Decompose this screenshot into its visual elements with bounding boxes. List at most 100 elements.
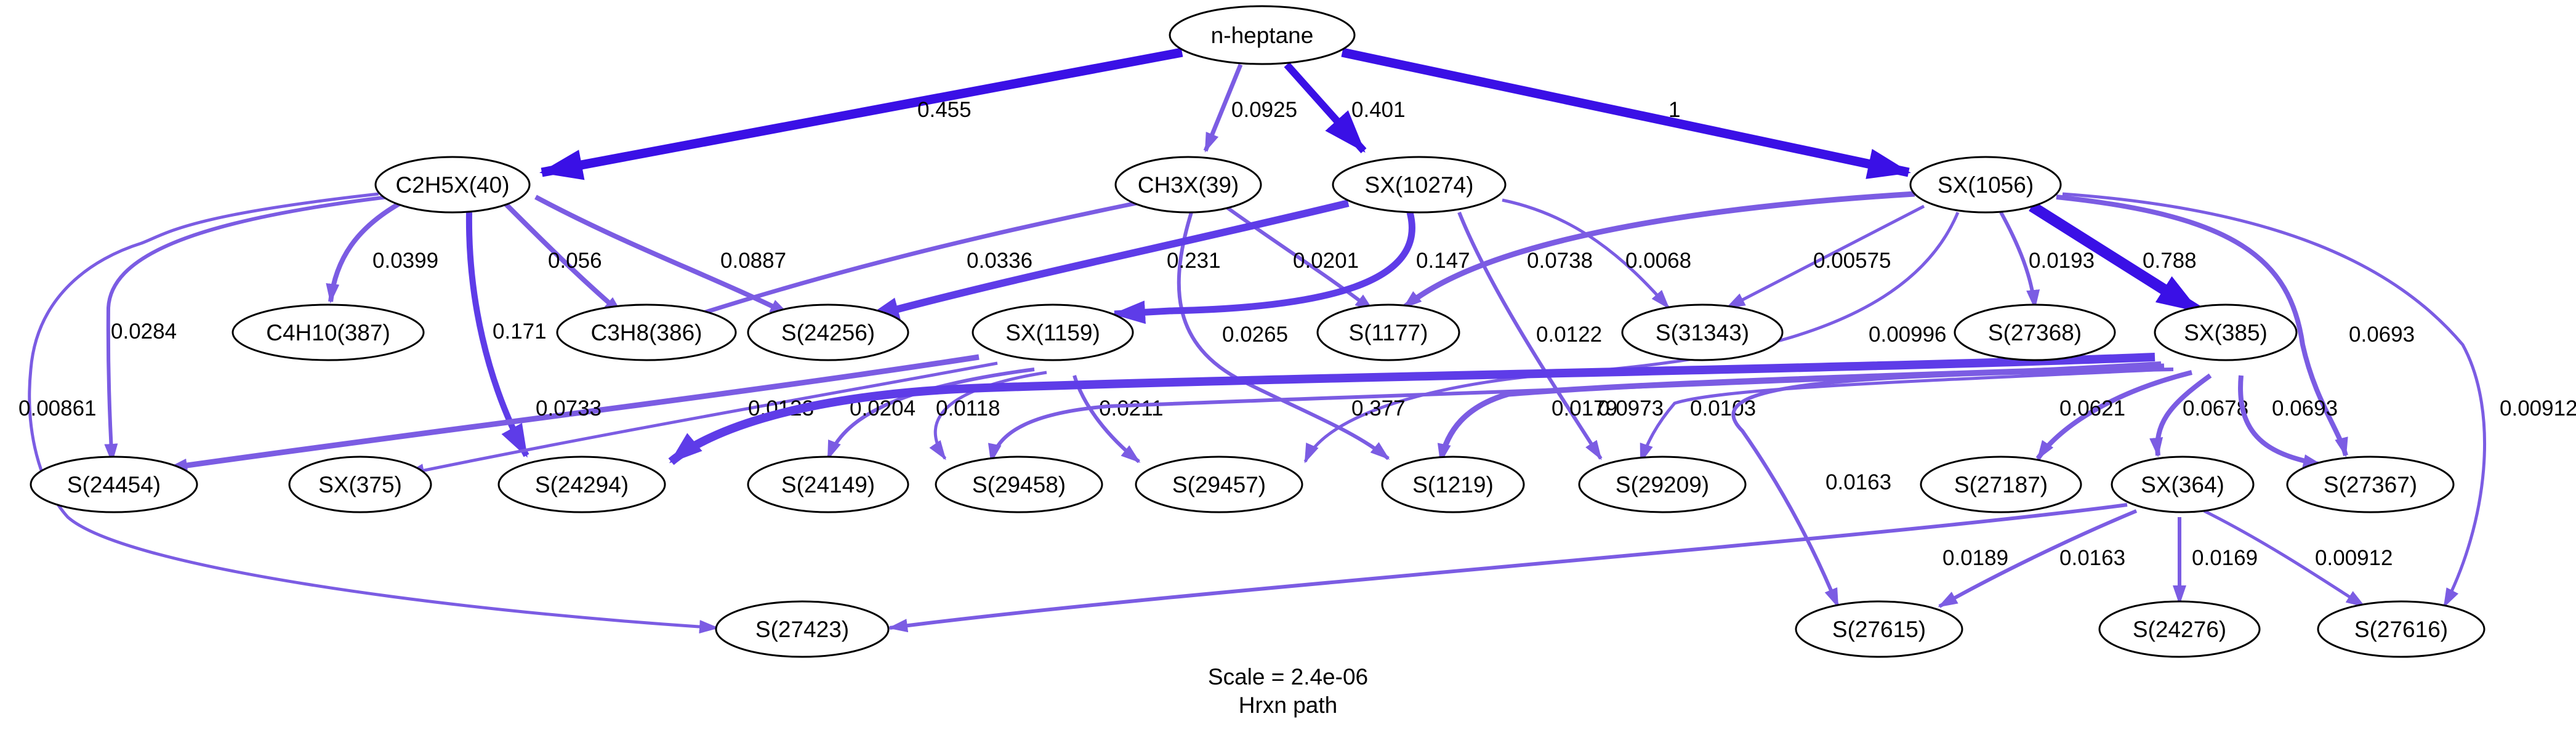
edge-label: 0.0193: [2029, 249, 2095, 273]
edge-label: 0.0738: [1527, 249, 1593, 273]
node-c2h5x40: C2H5X(40): [374, 156, 531, 214]
edge-sx1056-sx385: 0.788: [2029, 201, 2201, 316]
edge-sx1159-s24454: 0.0733: [167, 354, 980, 472]
edge-label: 0.0887: [720, 249, 786, 273]
edge-label: 0.0733: [536, 396, 602, 420]
node-sx1159: SX(1159): [972, 303, 1134, 361]
edge-label: 0.788: [2143, 249, 2197, 273]
node-label: SX(10274): [1365, 172, 1474, 198]
node-label: SX(375): [318, 472, 402, 497]
edge-label: 0.455: [917, 98, 972, 122]
node-s27187: S(27187): [1920, 456, 2082, 513]
edge-label: 0.0068: [1625, 249, 1691, 273]
edge-sx10274-s31343: 0.0068: [1502, 198, 1691, 310]
edge-sx385-s24294: 0.377: [668, 353, 2155, 465]
edge-label: 0.0179: [1552, 396, 1617, 420]
diagram-caption: Scale = 2.4e-06 Hrxn path: [1208, 664, 1368, 718]
node-label: S(24276): [2133, 617, 2226, 642]
edge-ch3x39-c3h8386: 0.0336: [669, 198, 1152, 326]
node-label: S(24149): [781, 472, 875, 497]
node-c4h10387: C4H10(387): [231, 303, 425, 361]
node-ch3x39: CH3X(39): [1114, 156, 1262, 214]
edge-label: 0.0163: [1825, 470, 1891, 494]
edge-ch3x39-s1177: 0.0201: [1224, 204, 1375, 313]
edge-label: 0.0211: [1099, 396, 1163, 420]
edge-label: 0.056: [548, 249, 602, 273]
node-label: CH3X(39): [1138, 172, 1239, 198]
edge-sx10274-sx1159: 0.147: [1112, 211, 1470, 324]
node-label: S(31343): [1656, 320, 1749, 345]
edge-sx364-s27616: 0.00912: [2203, 509, 2393, 608]
node-label: S(27423): [755, 617, 849, 642]
node-label: n-heptane: [1211, 23, 1314, 48]
edge-label: 0.0399: [372, 249, 438, 273]
edge-label: 0.0284: [111, 319, 177, 343]
node-s1177: S(1177): [1316, 303, 1460, 361]
node-s27367: S(27367): [2286, 456, 2455, 513]
edge-label: 0.171: [493, 319, 547, 343]
edge-label: 0.0336: [967, 249, 1032, 273]
node-sx385: SX(385): [2154, 303, 2298, 361]
edge-label: 0.0118: [936, 396, 1000, 420]
edge-sx385-s27187: 0.0621: [2035, 370, 2192, 460]
node-label: C2H5X(40): [395, 172, 509, 198]
node-label: SX(1056): [1938, 172, 2034, 198]
nodes-layer: n-heptane C2H5X(40) CH3X(39) SX(10274) S…: [30, 5, 2485, 658]
edge-label: 0.0973: [1598, 396, 1664, 420]
path-caption: Hrxn path: [1239, 693, 1337, 718]
node-label: S(24294): [535, 472, 629, 497]
edge-c2h5x40-c3h8386: 0.056: [503, 201, 624, 316]
edge-label: 0.0169: [2192, 546, 2258, 570]
node-label: S(1219): [1412, 472, 1494, 497]
edge-sx10274-s29209: 0.0122: [1457, 211, 1603, 460]
node-sx10274: SX(10274): [1332, 156, 1507, 214]
edge-label: 0.00996: [1869, 323, 1947, 347]
node-label: S(27615): [1832, 617, 1926, 642]
edge-sx1056-s27368: 0.0193: [1999, 211, 2095, 310]
node-label: SX(385): [2184, 320, 2268, 345]
edge-label: 0.377: [1351, 396, 1406, 420]
edge-c2h5x40-s24256: 0.0887: [534, 195, 790, 316]
node-label: S(1177): [1349, 320, 1428, 345]
node-sx364: SX(364): [2111, 456, 2255, 513]
edge-sx1056-s31343: 0.00575: [1725, 204, 1925, 310]
edge-sx364-s24276: 0.0169: [2173, 517, 2258, 605]
node-s24149: S(24149): [747, 456, 909, 513]
node-label: S(27368): [1988, 320, 2082, 345]
edge-c2h5x40-s24294: 0.171: [465, 212, 547, 458]
node-label: S(27367): [2324, 472, 2417, 497]
edge-label: 0.0693: [2272, 396, 2338, 420]
edge-c2h5x40-c4h10387: 0.0399: [326, 201, 438, 303]
node-s24454: S(24454): [30, 456, 198, 513]
node-s24294: S(24294): [497, 456, 666, 513]
edge-label: 0.0163: [2059, 546, 2125, 570]
edge-nheptane-ch3x39: 0.0925: [1203, 63, 1297, 153]
node-sx1056: SX(1056): [1909, 156, 2062, 214]
edge-sx364-s27423: 0.0189: [888, 503, 2128, 633]
node-s29458: S(29458): [935, 456, 1103, 513]
edge-label: 0.00861: [18, 396, 97, 420]
edge-nheptane-c2h5x40: 0.455: [539, 47, 1183, 180]
node-label: S(27616): [2354, 617, 2448, 642]
edge-label: 0.0621: [2059, 396, 2125, 420]
node-label: S(24256): [781, 320, 875, 345]
edge-label: 0.0693: [2349, 323, 2415, 347]
node-label: S(27187): [1954, 472, 2048, 497]
node-sx375: SX(375): [288, 456, 432, 513]
edge-c2h5x40-s27423: 0.00861: [18, 192, 719, 634]
edge-label: 0.00912: [2315, 546, 2393, 570]
node-label: C3H8(386): [591, 320, 702, 345]
node-s27368: S(27368): [1954, 303, 2116, 361]
edge-sx385-s27367: 0.0693: [2238, 375, 2338, 468]
edge-label: 0.0201: [1293, 249, 1359, 273]
edge-label: 0.0925: [1231, 98, 1297, 122]
edge-label: 0.0189: [1942, 546, 2008, 570]
edge-label: 0.231: [1167, 249, 1221, 273]
edge-sx1056-s1177: 0.0738: [1402, 191, 1915, 310]
edge-label: 0.00575: [1813, 249, 1891, 273]
node-label: S(29457): [1172, 472, 1266, 497]
edge-nheptane-sx10274: 0.401: [1284, 62, 1406, 153]
edge-label: 0.0265: [1222, 323, 1288, 347]
edge-sx385-sx364: 0.0678: [2149, 373, 2248, 457]
